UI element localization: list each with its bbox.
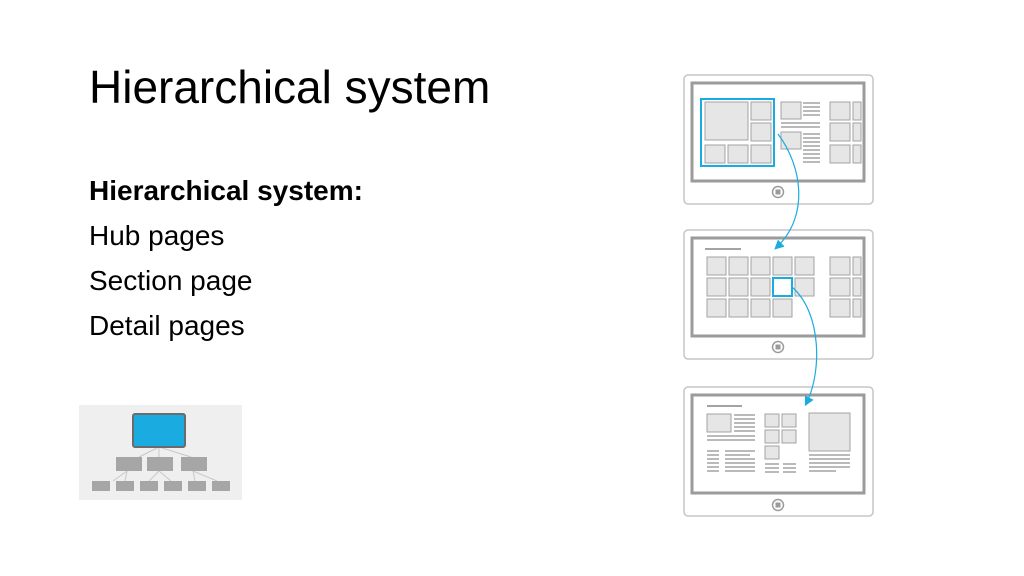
bullet-heading: Hierarchical system:: [89, 175, 363, 206]
bullet-list: Hierarchical system: Hub pages Section p…: [89, 168, 363, 348]
hierarchy-diagram-icon: [79, 405, 242, 500]
detail-page-tablet-icon: [683, 386, 874, 517]
hub-page-tablet-icon: [683, 74, 874, 205]
hub-to-section-arrow: [774, 133, 800, 250]
bullet-hub-pages: Hub pages: [89, 220, 225, 251]
bullet-detail-pages: Detail pages: [89, 310, 245, 341]
section-page-tablet-icon: [683, 229, 874, 360]
bullet-section-page: Section page: [89, 265, 253, 296]
slide-title: Hierarchical system: [89, 61, 491, 113]
section-to-detail-arrow: [791, 286, 818, 407]
devices-illustration: [683, 74, 874, 517]
